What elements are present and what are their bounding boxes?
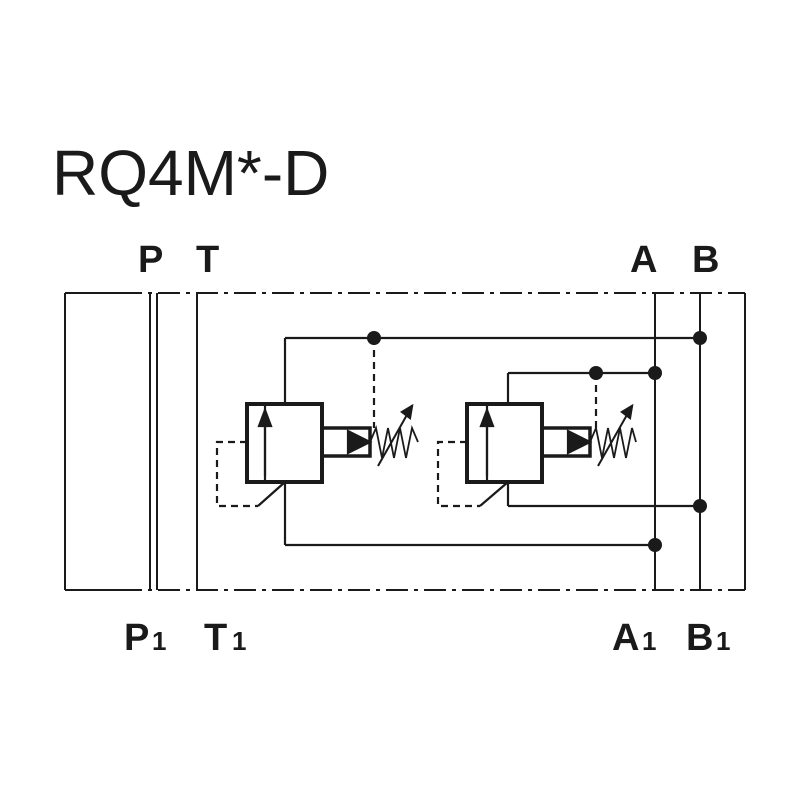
svg-text:T: T	[204, 617, 227, 659]
port-label-a: A	[630, 239, 657, 281]
port-label-a1: A 1	[612, 617, 656, 659]
junction-dot	[693, 331, 707, 345]
port-label-b1: B 1	[686, 617, 730, 659]
svg-text:B: B	[686, 617, 713, 659]
valve-right	[436, 371, 700, 508]
junction-dot	[648, 538, 662, 552]
diagram-title: RQ4M*-D	[52, 137, 329, 209]
valve-left	[215, 336, 700, 547]
valve-left-body	[245, 402, 324, 484]
svg-text:1: 1	[716, 626, 730, 656]
valve-left-spring	[369, 424, 419, 459]
junction-dots	[367, 331, 707, 552]
svg-text:1: 1	[232, 626, 246, 656]
valve-left-pilot-triangle	[346, 429, 373, 455]
junction-dot	[648, 366, 662, 380]
block-outline	[64, 292, 746, 591]
valve-right-pilot-triangle	[566, 429, 593, 455]
svg-text:1: 1	[152, 626, 166, 656]
junction-dot	[367, 331, 381, 345]
valve-right-spring	[589, 424, 637, 459]
svg-text:P: P	[124, 617, 149, 659]
svg-text:1: 1	[642, 626, 656, 656]
junction-dot	[693, 499, 707, 513]
valve-right-body	[465, 402, 544, 484]
port-label-p1: P 1	[124, 617, 166, 659]
svg-text:A: A	[612, 617, 639, 659]
port-label-t: T	[196, 239, 219, 281]
port-label-b: B	[692, 239, 719, 281]
port-label-t1: T 1	[204, 617, 246, 659]
port-label-p: P	[138, 239, 163, 281]
junction-dot	[589, 366, 603, 380]
